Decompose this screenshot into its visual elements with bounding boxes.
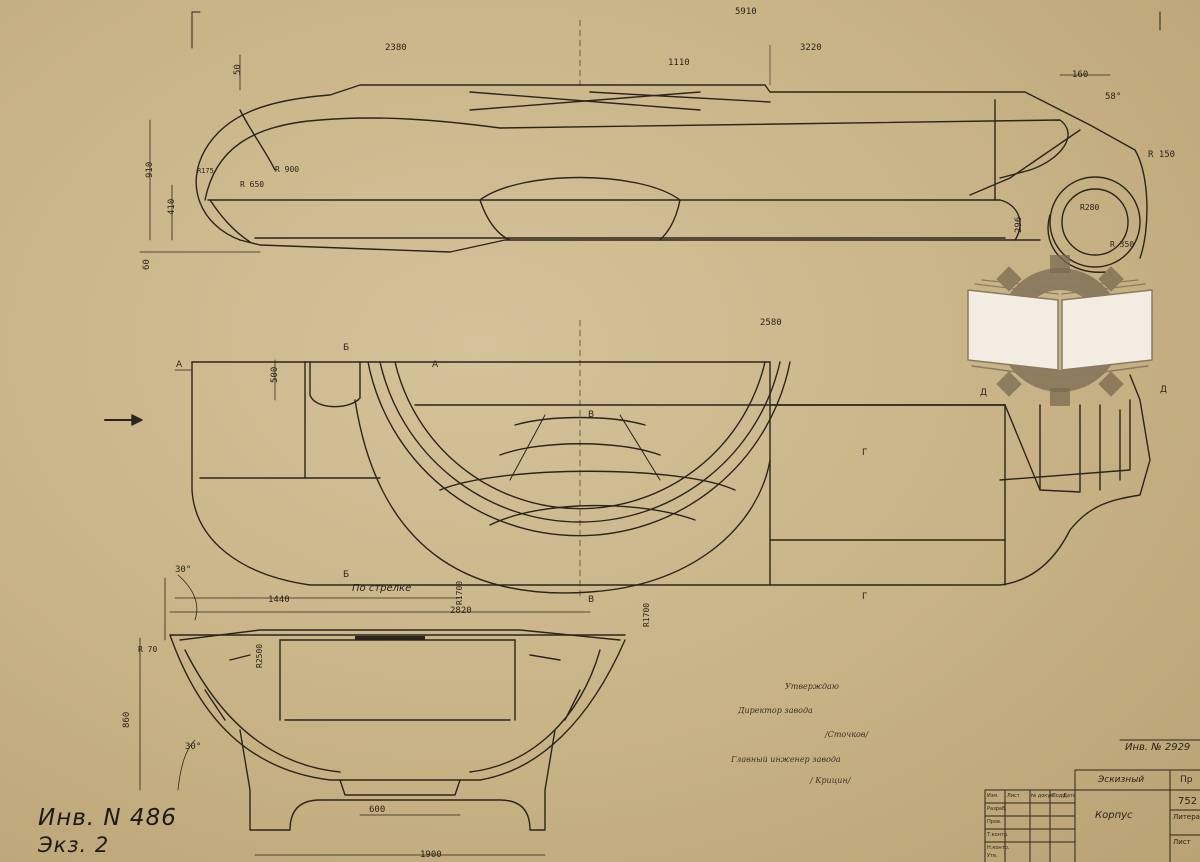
section-mark-a2: A bbox=[432, 360, 439, 370]
dim-3220: 3220 bbox=[800, 43, 822, 53]
title-block bbox=[984, 739, 1200, 862]
lit-label: Литера bbox=[1173, 813, 1200, 821]
dim-r650: R 650 bbox=[240, 180, 265, 189]
dim-r1700-b: R1700 bbox=[642, 602, 651, 627]
section-mark-v2: В bbox=[588, 595, 595, 605]
dim-total-length: 5910 bbox=[735, 7, 757, 17]
dim-1440: 1440 bbox=[268, 595, 290, 605]
dim-58deg: 58° bbox=[1105, 92, 1122, 102]
dim-r150: R 150 bbox=[1148, 150, 1176, 160]
part-name: Корпус bbox=[1095, 810, 1133, 821]
dim-30deg-top: 30° bbox=[175, 565, 192, 575]
dim-296: 296 bbox=[1014, 216, 1024, 233]
inventory-stamp: Инв. № 2929 bbox=[1125, 742, 1191, 753]
dim-1900: 1900 bbox=[420, 850, 442, 860]
inventory-number: Инв. N 486 bbox=[38, 805, 177, 831]
section-mark-g2: Г bbox=[862, 592, 868, 602]
book-gear-watermark bbox=[967, 255, 1153, 406]
dim-500: 500 bbox=[270, 366, 280, 383]
dim-r1700-a: R1700 bbox=[455, 580, 464, 605]
dim-160: 160 bbox=[1072, 70, 1089, 80]
sheet-label: Лист bbox=[1173, 838, 1191, 846]
dim-2580: 2580 bbox=[760, 318, 782, 328]
row-ncontrol: Н.контр. bbox=[987, 845, 1010, 851]
dim-910: 910 bbox=[145, 161, 155, 178]
dim-600: 600 bbox=[369, 805, 386, 815]
section-mark-d: Д bbox=[980, 388, 988, 398]
col-doc: № докум. bbox=[1031, 793, 1056, 799]
dim-2820: 2820 bbox=[450, 606, 472, 616]
dim-30deg-bottom: 30° bbox=[185, 742, 202, 752]
engineer-name: / Крицин/ bbox=[810, 776, 851, 785]
director-name: /Сточков/ bbox=[825, 730, 869, 739]
section-mark-v: В bbox=[588, 410, 595, 420]
col-date: Дата bbox=[1063, 793, 1076, 799]
dim-1110: 1110 bbox=[668, 58, 690, 68]
dim-860: 860 bbox=[122, 711, 132, 728]
sketch-label: Эскизный bbox=[1098, 775, 1145, 785]
col-izm: Изм. bbox=[987, 793, 999, 799]
dim-410: 410 bbox=[167, 198, 177, 215]
row-check: Пров. bbox=[987, 819, 1002, 825]
row-tcontrol: Т.контр. bbox=[987, 832, 1009, 838]
dim-2380: 2380 bbox=[385, 43, 407, 53]
dim-r280: R280 bbox=[1080, 203, 1100, 212]
row-approve: Утв. bbox=[987, 853, 998, 859]
dim-r350: R 350 bbox=[1110, 240, 1135, 249]
sketch-label-cont: Пр bbox=[1180, 775, 1193, 785]
approved-label: Утверждаю bbox=[785, 682, 839, 691]
copy-number: Экз. 2 bbox=[38, 833, 110, 857]
drawing-number: 752 bbox=[1178, 796, 1198, 807]
dim-r900: R 900 bbox=[275, 165, 300, 174]
view-by-arrow-label: По стрелке bbox=[352, 583, 412, 594]
section-mark-g: Г bbox=[862, 448, 868, 458]
dim-50: 50 bbox=[233, 64, 243, 75]
section-mark-a: A bbox=[176, 360, 183, 370]
dim-r2500: R2500 bbox=[255, 643, 264, 668]
row-develop: Разраб. bbox=[987, 806, 1007, 812]
plan-view bbox=[104, 319, 1151, 601]
chief-engineer-label: Главный инженер завода bbox=[731, 755, 841, 764]
dim-r175: R175 bbox=[197, 167, 214, 175]
dim-60: 60 bbox=[142, 259, 152, 270]
side-view bbox=[139, 11, 1161, 273]
section-mark-b2: Б bbox=[343, 570, 350, 580]
section-mark-d2: Д bbox=[1160, 385, 1168, 395]
col-sign: Подп. bbox=[1052, 793, 1068, 799]
director-label: Директор завода bbox=[738, 706, 813, 715]
col-list: Лист bbox=[1007, 793, 1020, 799]
front-view bbox=[139, 574, 626, 856]
dim-r70: R 70 bbox=[138, 645, 158, 654]
section-mark-b: Б bbox=[343, 343, 350, 353]
